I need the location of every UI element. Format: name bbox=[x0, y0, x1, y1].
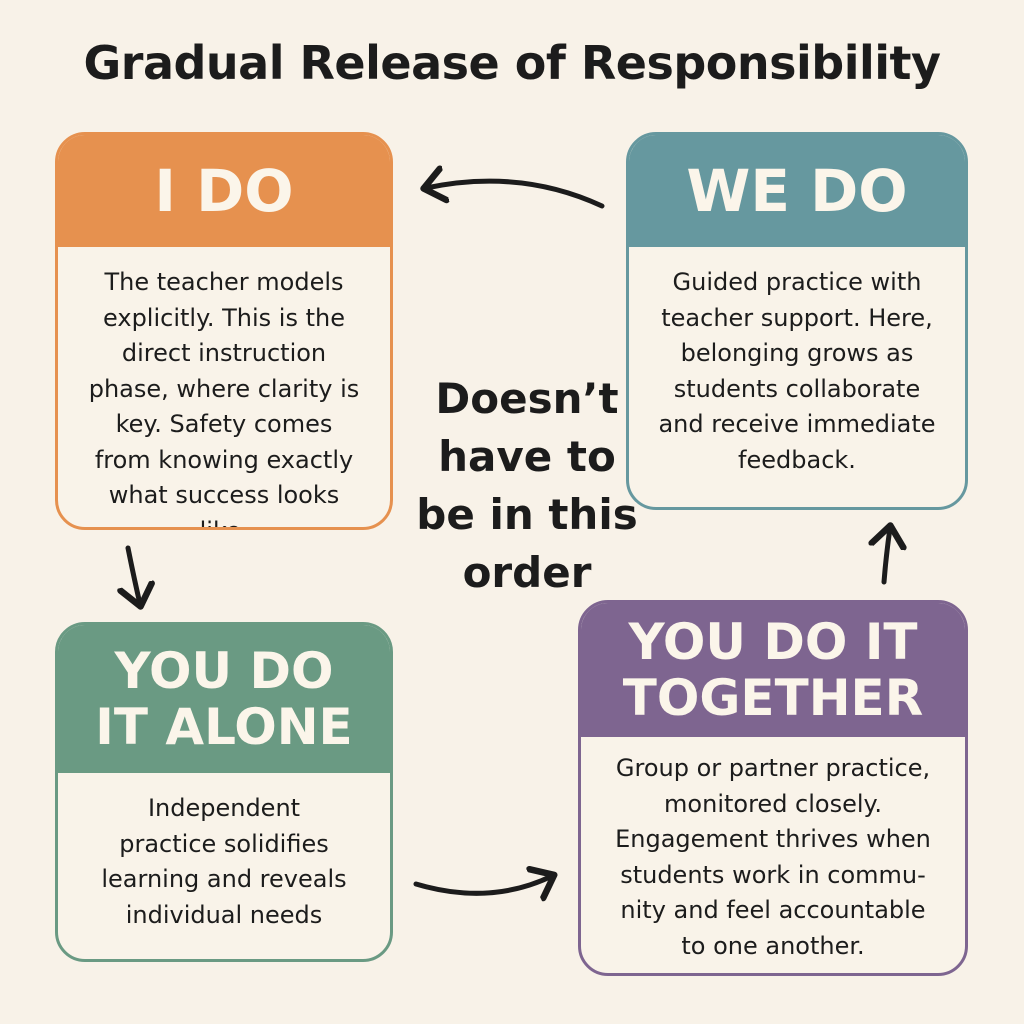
arrow-alone-to-together bbox=[413, 876, 552, 893]
card-you-do-it-alone-text: Independent practice solidifies learning… bbox=[101, 794, 347, 929]
card-i-do-heading: I DO bbox=[58, 135, 390, 247]
page-title: Gradual Release of Responsibility bbox=[83, 36, 941, 90]
card-you-do-it-together-text: Group or partner practice, monitored clo… bbox=[615, 754, 931, 960]
arrow-i-do-to-alone bbox=[128, 545, 140, 604]
arrow-we-do-to-i-do bbox=[426, 181, 605, 209]
card-we-do: WE DO Guided practice with teacher suppo… bbox=[626, 132, 968, 510]
arrow-together-to-we-do bbox=[884, 528, 890, 585]
card-we-do-text: Guided practice with teacher support. He… bbox=[658, 268, 936, 474]
card-i-do-text: The teacher models explicitly. This is t… bbox=[88, 268, 360, 527]
card-you-do-it-alone-heading: YOU DO IT ALONE bbox=[58, 625, 390, 773]
card-you-do-it-together-heading: YOU DO IT TOGETHER bbox=[581, 603, 965, 737]
card-i-do: I DO The teacher models explicitly. This… bbox=[55, 132, 393, 530]
card-we-do-heading: WE DO bbox=[629, 135, 965, 247]
card-you-do-it-together: YOU DO IT TOGETHER Group or partner prac… bbox=[578, 600, 968, 976]
card-you-do-it-alone: YOU DO IT ALONE Independent practice sol… bbox=[55, 622, 393, 962]
order-note: Doesn’t have to be in this order bbox=[416, 374, 638, 597]
